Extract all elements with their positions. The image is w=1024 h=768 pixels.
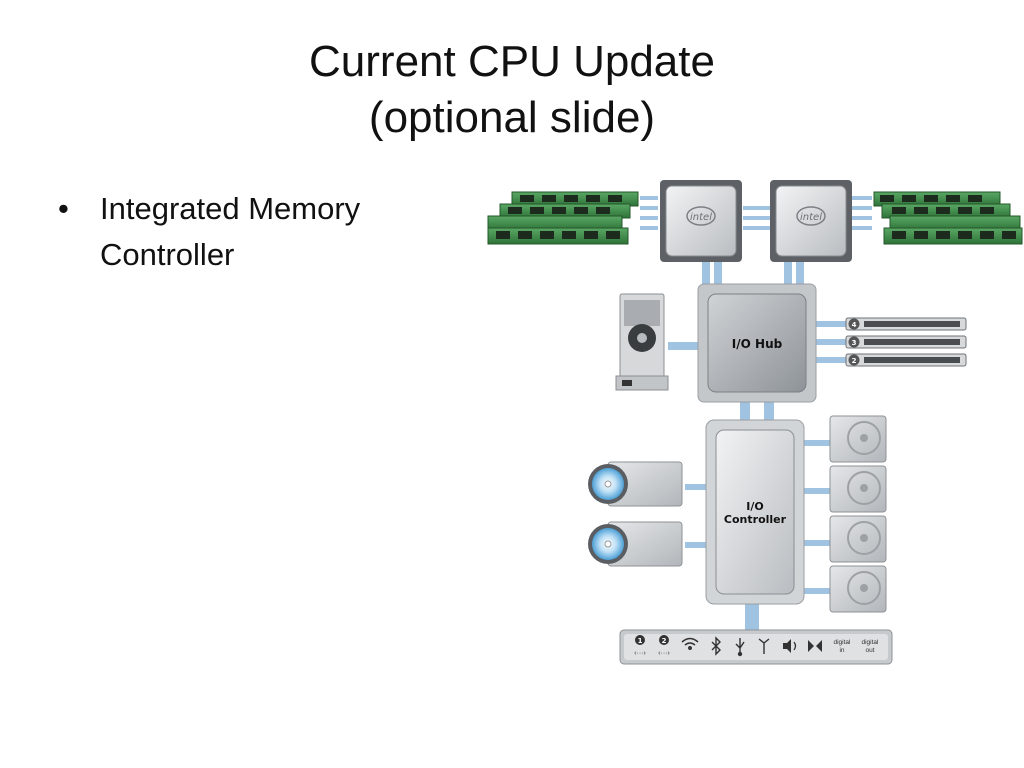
digital-in-label-line-2: in (839, 647, 844, 654)
port-1: 1 ‹···› (634, 635, 646, 657)
usb-icon (735, 638, 745, 657)
ram-modules-right (873, 191, 1023, 245)
pcie-slot-number: 4 (852, 321, 857, 329)
bus-lines (640, 196, 872, 630)
bluetooth-icon (711, 636, 721, 656)
pcie-slot-number: 2 (852, 357, 857, 365)
io-controller-label-line-2: Controller (724, 513, 787, 526)
cpu-right: intel (770, 180, 852, 262)
cpu-left-logo: intel (690, 212, 712, 223)
pcie-slots: 4 3 2 (845, 317, 967, 367)
io-controller-label-line-1: I/O (746, 500, 763, 513)
wifi-icon (681, 637, 699, 650)
hard-drive (829, 515, 887, 563)
antenna-icon (758, 638, 770, 654)
audio-jack-icon (808, 640, 822, 652)
pcie-slot-number: 3 (852, 339, 857, 347)
port-2: 2 ‹···› (658, 635, 670, 657)
architecture-diagram: intel intel I/O Hub 4 3 (480, 176, 1024, 676)
cpu-right-logo: intel (800, 212, 822, 223)
slide-title: Current CPU Update (optional slide) (0, 34, 1024, 146)
hard-drive (829, 565, 887, 613)
optical-drive (588, 461, 683, 507)
io-controller: I/O Controller (705, 419, 805, 605)
graphics-card (615, 293, 669, 391)
port-number: 2 (662, 637, 667, 645)
digital-in-port: digital in (834, 639, 852, 654)
bullet-list: • Integrated Memory Controller (58, 186, 458, 278)
bullet-item: • Integrated Memory Controller (58, 186, 458, 278)
pcie-slot: 4 (845, 317, 967, 331)
cpu-left: intel (660, 180, 742, 262)
title-line-1: Current CPU Update (309, 37, 715, 86)
port-arrow: ‹···› (634, 650, 646, 657)
pcie-slot: 2 (845, 353, 967, 367)
optical-drive (588, 521, 683, 567)
bullet-text-line-2: Controller (100, 237, 235, 272)
digital-out-label-line-1: digital (862, 639, 880, 646)
speaker-icon (783, 639, 797, 653)
digital-out-port: digital out (862, 639, 880, 654)
port-arrow: ‹···› (658, 650, 670, 657)
digital-out-label-line-2: out (865, 647, 874, 654)
ports-bar: 1 ‹···› 2 ‹···› digital in (619, 629, 893, 665)
hard-drive (829, 465, 887, 513)
digital-in-label-line-1: digital (834, 639, 852, 646)
port-number: 1 (638, 637, 643, 645)
pcie-slot: 3 (845, 335, 967, 349)
bullet-marker: • (58, 191, 69, 226)
title-line-2: (optional slide) (368, 93, 656, 142)
io-hub: I/O Hub (697, 283, 817, 403)
ram-modules-left (487, 191, 639, 245)
diagram-svg: intel intel I/O Hub 4 3 (487, 180, 1023, 665)
bullet-text-line-1: Integrated Memory (100, 191, 361, 226)
io-hub-label: I/O Hub (732, 337, 783, 351)
hard-drive (829, 415, 887, 463)
